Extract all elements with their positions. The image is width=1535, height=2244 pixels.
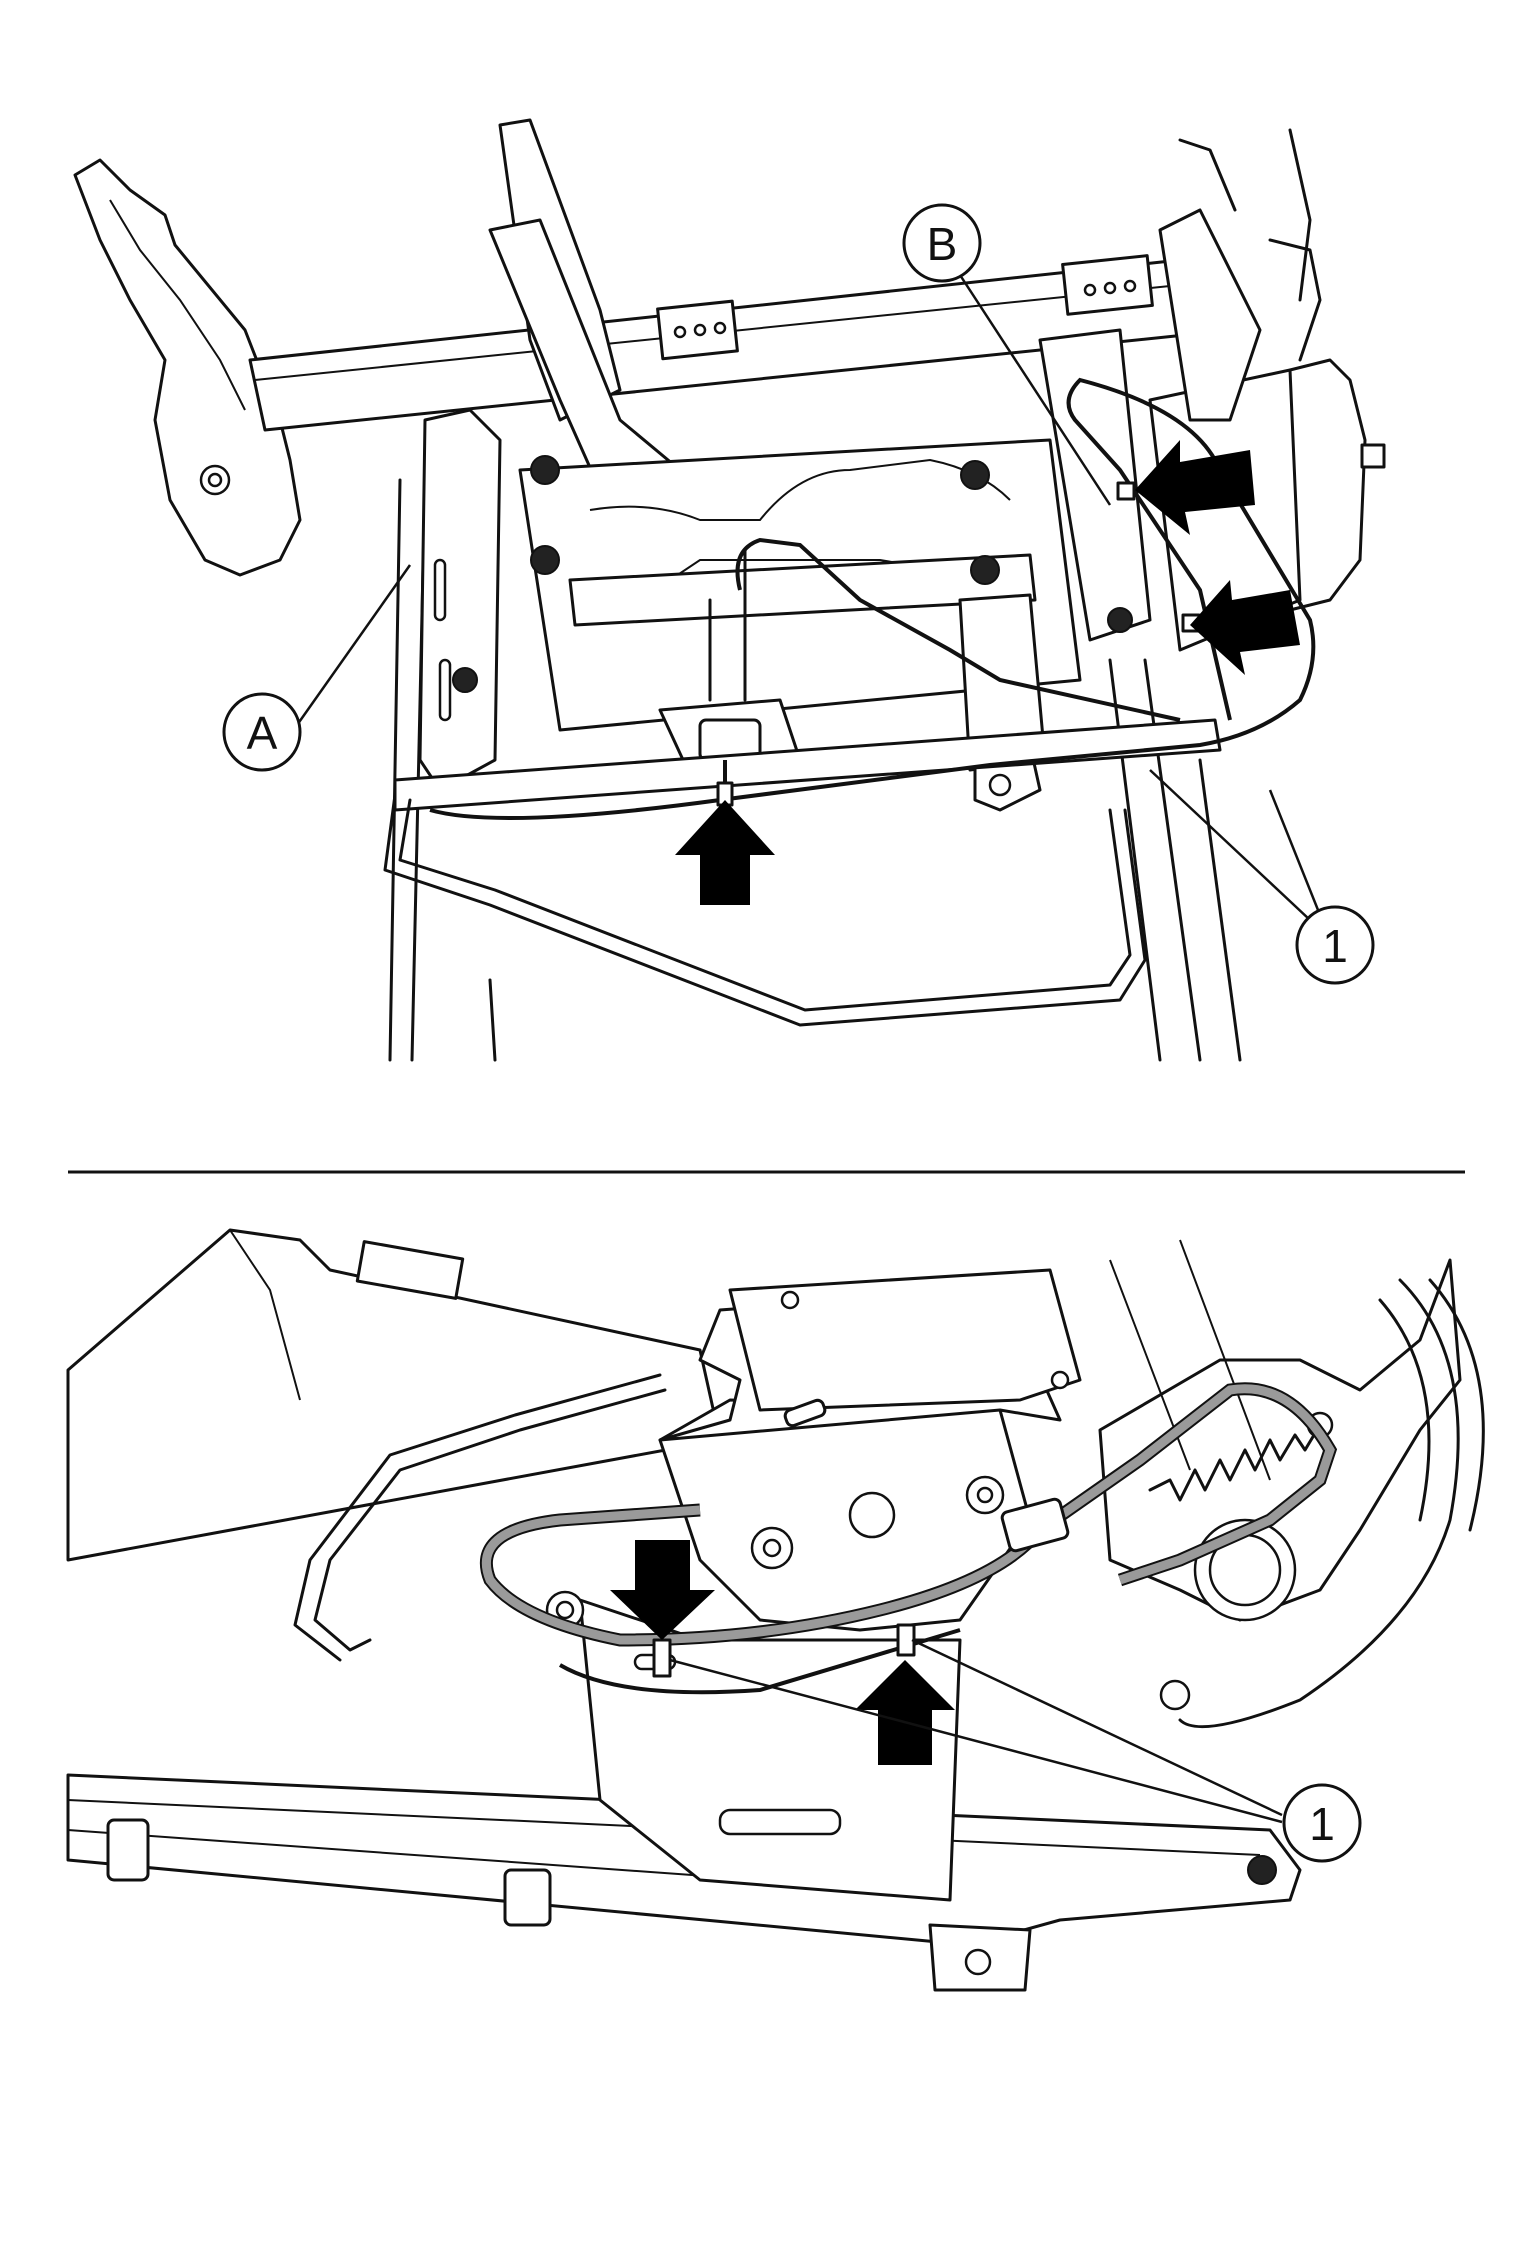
right-upright [1158,208,1262,422]
arrow-up-center [675,800,775,905]
leader-1-top-a [1149,769,1311,921]
leader-1-top-b [1268,789,1322,916]
bottom-clip-left [652,1638,672,1678]
arrow-left-upper [1135,440,1255,535]
left-rail-outer [388,478,402,1062]
u-shaped-rod [383,793,1147,1027]
arrow-down-left [610,1540,715,1640]
upper-cover [728,1268,1082,1412]
upper-track [66,1228,722,1562]
callout-a [222,692,302,772]
callout-b-label: B [927,218,958,270]
top-harness-cable [429,377,1316,820]
center-crossbar [568,553,1037,627]
recline-spring [1148,1423,1322,1502]
right-bracket-bolt [1107,607,1133,633]
callout-1-bottom [1282,1783,1362,1863]
rail-clip-left [106,1818,150,1882]
callout-b [902,203,982,283]
track-slide [355,1240,465,1300]
mechanism-pin [783,1398,827,1428]
left-bracket-bolt [452,667,478,693]
left-vertical-bracket [418,408,502,792]
seat-back-curve [1178,1278,1460,1729]
rail-clip-mid [503,1868,552,1927]
seat-back-frame [1098,1258,1462,1622]
callout-1-top-label: 1 [1322,920,1348,972]
lower-crossbar [393,718,1222,812]
plate-nut-4 [970,555,1000,585]
rail-end-bolt [1247,1855,1277,1885]
leader-1-bottom-b [669,1658,1283,1824]
mechanism-shaft [848,1491,896,1539]
arrow-up-right [855,1660,955,1765]
post-knob [1159,1679,1191,1711]
callout-a-label: A [247,707,278,759]
callout-1-top [1295,905,1375,985]
plate-nut-1 [530,455,560,485]
callout-1-bottom-label: 1 [1309,1798,1335,1850]
plate-nut-2 [960,460,990,490]
plate-nut-3 [530,545,560,575]
arrow-left-lower [1190,580,1300,675]
bottom-clip-right [896,1623,916,1657]
bottom-harness-cable [481,1505,1044,1645]
bottom-view: 1 [66,1228,1485,1992]
leader-a [288,564,412,736]
left-side-bracket [73,158,302,577]
clip-upper-right [1116,481,1136,501]
motor-shaft [1360,443,1386,469]
top-view: A B 1 [73,118,1386,1062]
bottom-harness-branch [1037,1384,1335,1585]
bottom-connector [1000,1497,1070,1553]
leader-1-bottom-a [911,1638,1283,1817]
bottom-bent-rod [313,1388,667,1652]
leader-b [958,274,1112,506]
